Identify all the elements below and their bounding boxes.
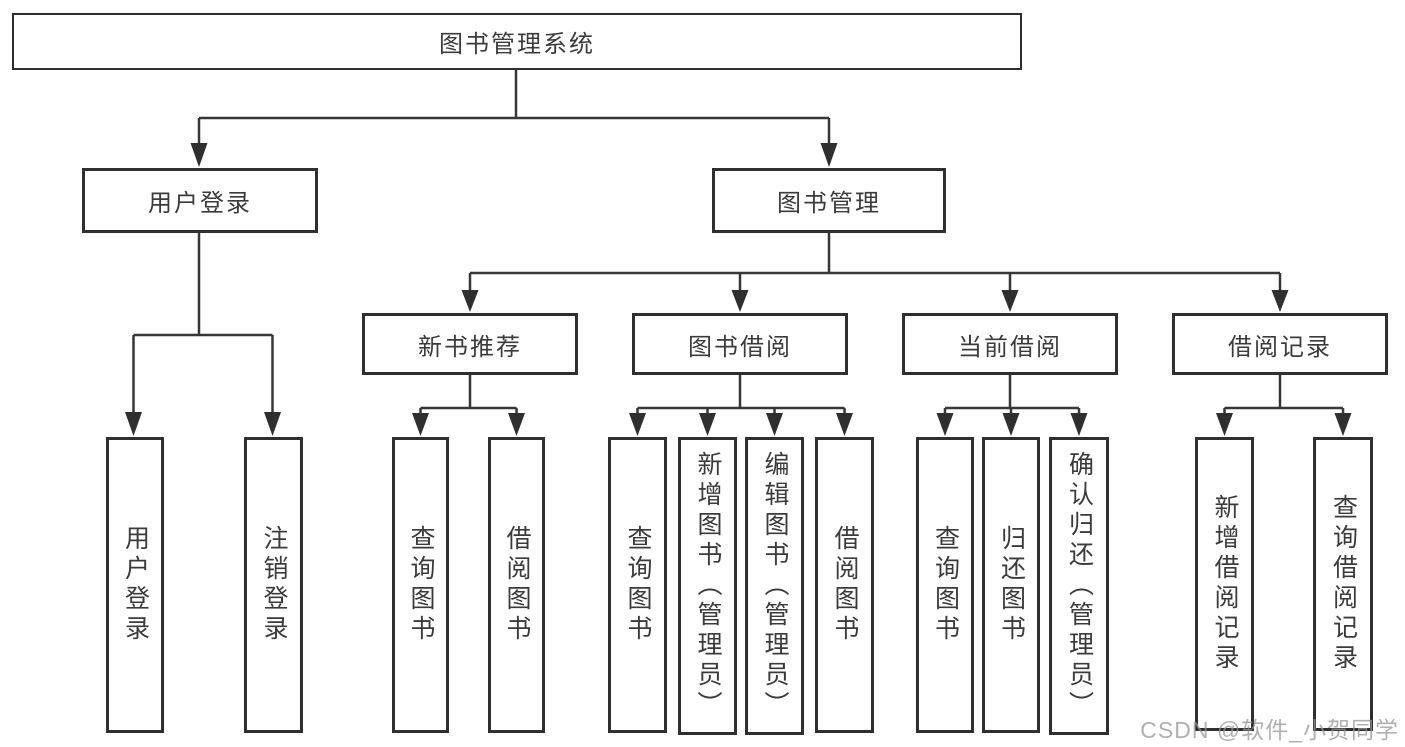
node-label: 查询借阅记录 [1329, 494, 1358, 674]
leaf-borrow-books-1: 借阅图书 [488, 437, 545, 733]
node-label: 新书推荐 [418, 333, 522, 361]
node-label: 借阅记录 [1228, 333, 1332, 361]
leaf-query-books-1: 查询图书 [392, 437, 449, 733]
node-label: 新增借阅记录 [1211, 494, 1239, 674]
node-label: 注销登录 [260, 525, 288, 645]
node-borrow-records: 借阅记录 [1172, 313, 1388, 375]
leaf-add-borrow-record: 新增借阅记录 [1195, 437, 1254, 731]
node-label: 查询图书 [624, 525, 652, 645]
node-label: 借阅图书 [831, 525, 859, 645]
leaf-user-login: 用户登录 [106, 437, 164, 733]
node-label: 图书管理 [777, 190, 881, 217]
node-user-login: 用户登录 [82, 168, 318, 233]
node-label: 编辑图书（管理员） [761, 451, 789, 721]
leaf-edit-books-admin: 编辑图书（管理员） [745, 437, 804, 735]
node-book-management: 图书管理 [712, 168, 946, 233]
node-label: 归还图书 [997, 525, 1026, 645]
node-book-borrow: 图书借阅 [632, 313, 848, 375]
leaf-borrow-books-2: 借阅图书 [815, 437, 874, 733]
node-label: 查询图书 [407, 525, 435, 645]
node-label: 确认归还（管理员） [1065, 451, 1094, 721]
leaf-query-borrow-record: 查询借阅记录 [1313, 437, 1373, 731]
node-label: 图书借阅 [688, 333, 792, 361]
leaf-add-books-admin: 新增图书（管理员） [678, 437, 737, 735]
node-current-borrow: 当前借阅 [902, 313, 1118, 375]
leaf-query-books-2: 查询图书 [608, 437, 667, 733]
node-label: 借阅图书 [503, 525, 531, 645]
leaf-logout: 注销登录 [244, 437, 303, 733]
node-label: 当前借阅 [958, 333, 1062, 361]
node-label: 用户登录 [148, 190, 252, 217]
leaf-query-books-3: 查询图书 [916, 437, 974, 733]
node-library-management-system: 图书管理系统 [12, 13, 1022, 70]
node-label: 新增图书（管理员） [694, 451, 722, 721]
leaf-confirm-return-admin: 确认归还（管理员） [1049, 437, 1109, 735]
leaf-return-books: 归还图书 [982, 437, 1040, 733]
node-new-book-recommend: 新书推荐 [362, 313, 578, 375]
node-label: 查询图书 [931, 525, 960, 645]
csdn-watermark: CSDN @软件_小贺同学 [1140, 717, 1399, 743]
node-label: 图书管理系统 [439, 31, 595, 58]
node-label: 用户登录 [121, 525, 150, 645]
